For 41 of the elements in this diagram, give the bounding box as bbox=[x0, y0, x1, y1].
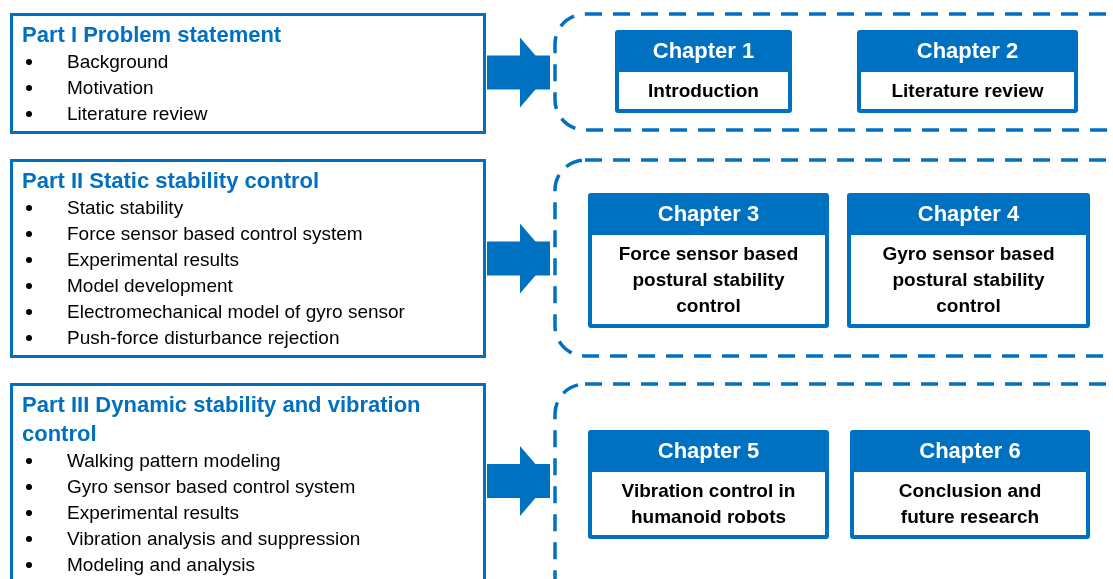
part-heading: Part I Problem statement bbox=[22, 21, 283, 49]
chapter-heading: Chapter 3 bbox=[656, 200, 761, 228]
part-heading: Part II Static stability control bbox=[22, 167, 321, 195]
part-heading: Part III Dynamic stability and vibration control bbox=[22, 391, 422, 448]
bullet-item: Model development bbox=[67, 274, 233, 298]
chapter-heading: Chapter 4 bbox=[916, 200, 1021, 228]
bullet-item: Modeling and analysis bbox=[67, 553, 255, 577]
bullet-item: Literature review bbox=[67, 102, 208, 126]
bullet-item: Experimental results bbox=[67, 501, 240, 525]
bullet-item: Experimental results bbox=[67, 248, 240, 272]
bullet-item: Walking pattern modeling bbox=[67, 449, 281, 473]
chapter-title: Conclusion and future research bbox=[854, 472, 1086, 535]
chapter-heading: Chapter 5 bbox=[656, 437, 761, 465]
chapter-heading: Chapter 1 bbox=[651, 37, 756, 65]
bullet-item: Vibration analysis and suppression bbox=[67, 527, 361, 551]
chapter-heading: Chapter 6 bbox=[918, 437, 1022, 465]
chapter-title: Vibration control in humanoid robots bbox=[592, 472, 825, 535]
chapter-title: Gyro sensor based postural stability control bbox=[851, 235, 1086, 324]
chapter-heading: Chapter 2 bbox=[915, 37, 1020, 65]
chapter-box bbox=[615, 30, 792, 113]
bullet-item: Force sensor based control system bbox=[67, 222, 363, 246]
chapter-box bbox=[850, 430, 1090, 539]
chapter-box bbox=[588, 430, 829, 539]
block-arrow bbox=[487, 37, 550, 108]
bullet-item: Electromechanical model of gyro sensor bbox=[67, 300, 405, 324]
bullet-item: Push-force disturbance rejection bbox=[67, 326, 340, 350]
chapter-title: Literature review bbox=[861, 72, 1074, 109]
part-box bbox=[10, 383, 486, 579]
block-arrow bbox=[487, 223, 550, 294]
bullet-item: Static stability bbox=[67, 196, 184, 220]
chapter-title: Force sensor based postural stability control bbox=[592, 235, 825, 324]
chapter-box bbox=[847, 193, 1090, 328]
chapter-title: Introduction bbox=[619, 72, 788, 109]
bullet-item: Gyro sensor based control system bbox=[67, 475, 356, 499]
part-box bbox=[10, 13, 486, 134]
bullet-item: Motivation bbox=[67, 76, 154, 100]
bullet-item: Background bbox=[67, 50, 169, 74]
chapter-box bbox=[588, 193, 829, 328]
part-box bbox=[10, 159, 486, 358]
block-arrow bbox=[487, 446, 550, 516]
chapter-box bbox=[857, 30, 1078, 113]
